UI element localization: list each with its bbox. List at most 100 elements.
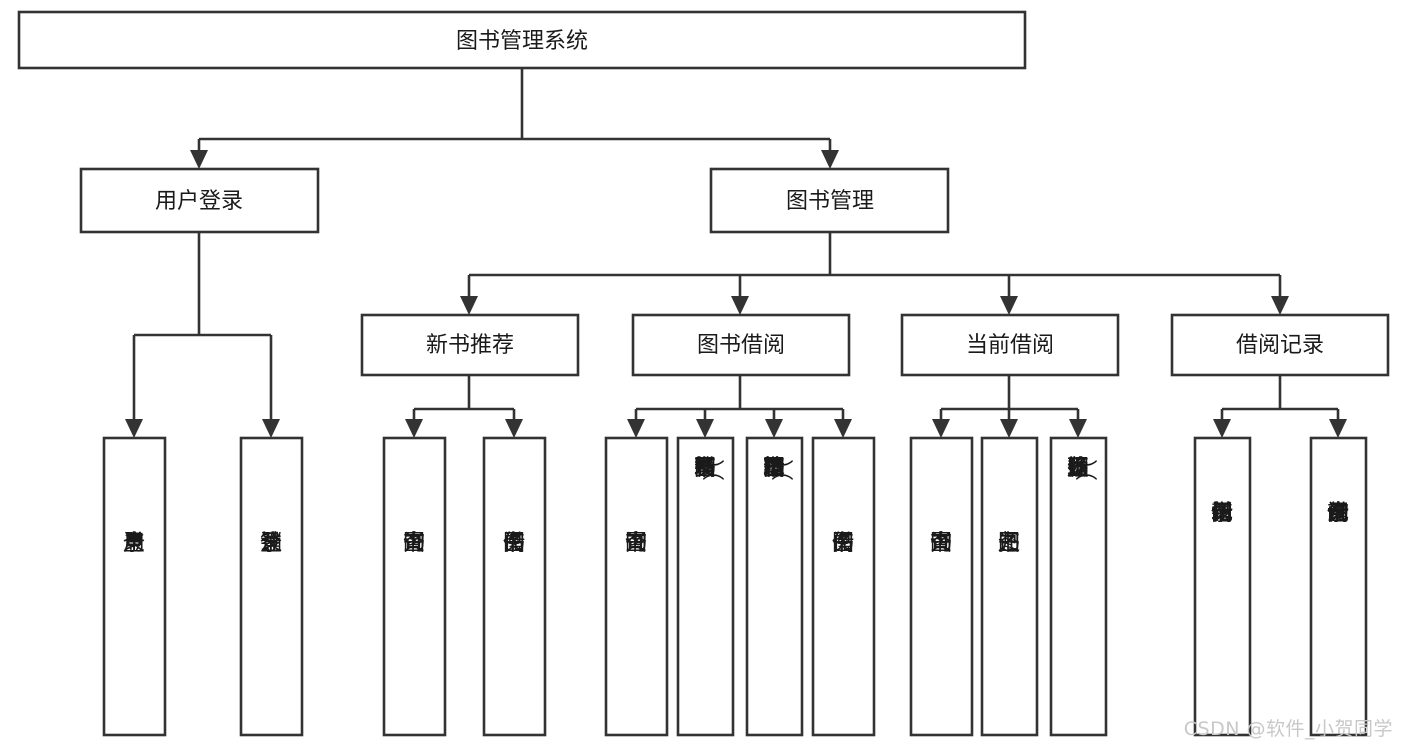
vertical-char: 书: [998, 531, 1020, 556]
node-borrow-record[interactable]: 借阅记录: [1170, 313, 1390, 377]
node-user-login-label: 用户登录: [155, 189, 243, 214]
vertical-char: 户: [123, 531, 145, 556]
arrowhead-leaf-return-book: [1000, 419, 1018, 438]
node-book-manage[interactable]: 图书管理: [709, 167, 950, 234]
node-current-borrow-box[interactable]: [900, 313, 1120, 377]
vertical-char: 图: [625, 531, 647, 556]
vertical-char: （: [768, 459, 793, 481]
vertical-char: 图: [503, 531, 525, 556]
node-user-login-box[interactable]: [79, 167, 320, 234]
node-new-book-rec-box[interactable]: [360, 313, 580, 377]
vertical-char: （: [699, 459, 724, 481]
vertical-char: 归: [1067, 456, 1089, 481]
node-book-borrow[interactable]: 图书借阅: [631, 313, 851, 377]
node-current-borrow[interactable]: 当前借阅: [900, 313, 1120, 377]
vertical-char: 管: [763, 456, 785, 481]
vertical-char: 借: [832, 531, 854, 556]
node-leaf-return-book-box[interactable]: [980, 436, 1039, 737]
vertical-char: 记: [1211, 501, 1233, 526]
vertical-char: 录: [1211, 501, 1233, 526]
node-new-book-rec[interactable]: 新书推荐: [360, 313, 580, 377]
vertical-char: 编: [763, 456, 785, 481]
node-leaf-user-login-label: 用户登录: [123, 531, 145, 556]
vertical-char: 管: [694, 456, 716, 481]
vertical-char: 借: [503, 531, 525, 556]
arrowhead-leaf-edit-book: [765, 419, 783, 438]
node-leaf-user-login[interactable]: 用户登录: [102, 436, 167, 737]
node-leaf-user-logout-box[interactable]: [239, 436, 304, 737]
vertical-char: 阅: [503, 531, 525, 556]
node-book-borrow-box[interactable]: [631, 313, 851, 377]
arrowhead-leaf-borrow-book-1: [505, 419, 523, 438]
vertical-char: 还: [998, 531, 1020, 556]
vertical-char: 录: [123, 531, 145, 556]
node-leaf-confirm-return-box[interactable]: [1049, 436, 1108, 737]
vertical-char: 询: [403, 531, 425, 556]
vertical-char: 图: [998, 531, 1020, 556]
node-leaf-user-login-box[interactable]: [102, 436, 167, 737]
node-leaf-edit-book-box[interactable]: [745, 436, 804, 737]
vertical-char: 增: [694, 456, 716, 481]
arrowhead-leaf-add-book: [696, 419, 714, 438]
vertical-char: 登: [123, 531, 145, 556]
vertical-char: 记: [1327, 501, 1349, 526]
node-user-login[interactable]: 用户登录: [79, 167, 320, 234]
node-leaf-borrow-book-2-box[interactable]: [811, 436, 876, 737]
vertical-char: ）: [768, 459, 793, 481]
arrowhead-leaf-query-book-1: [405, 419, 423, 438]
vertical-char: 理: [1067, 456, 1089, 481]
vertical-char: 查: [625, 531, 647, 556]
vertical-char: 询: [625, 531, 647, 556]
vertical-char: 还: [1067, 456, 1089, 481]
vertical-char: 书: [832, 531, 854, 556]
vertical-char: 理: [694, 456, 716, 481]
arrowhead-leaf-confirm-return: [1069, 419, 1087, 438]
vertical-char: 书: [694, 456, 716, 481]
node-root-label: 图书管理系统: [456, 29, 588, 54]
vertical-char: 图: [403, 531, 425, 556]
node-leaf-query-record-box[interactable]: [1309, 436, 1368, 737]
vertical-char: 书: [930, 531, 952, 556]
arrowhead-leaf-user-logout: [262, 419, 280, 438]
vertical-char: 用: [123, 531, 145, 556]
vertical-char: 询: [1327, 501, 1349, 526]
node-book-manage-box[interactable]: [709, 167, 950, 234]
vertical-char: 查: [403, 531, 425, 556]
node-root[interactable]: 图书管理系统: [17, 10, 1027, 70]
arrowhead-leaf-add-record: [1213, 419, 1231, 438]
arrowhead-leaf-query-record: [1329, 419, 1347, 438]
node-leaf-add-record-box[interactable]: [1193, 436, 1252, 737]
vertical-char: 查: [1327, 501, 1349, 526]
node-leaf-query-book-1-box[interactable]: [382, 436, 447, 737]
node-leaf-query-book-2-box[interactable]: [604, 436, 669, 737]
node-new-book-rec-label: 新书推荐: [426, 333, 514, 358]
vertical-char: 书: [503, 531, 525, 556]
arrowhead-borrow-record: [1271, 296, 1289, 315]
vertical-char: 借: [1327, 501, 1349, 526]
node-leaf-add-book-box[interactable]: [676, 436, 735, 737]
node-borrow-record-box[interactable]: [1170, 313, 1390, 377]
node-root-box[interactable]: [17, 10, 1027, 70]
node-leaf-borrow-book-1-box[interactable]: [482, 436, 547, 737]
node-leaf-query-book-3-box[interactable]: [909, 436, 974, 737]
vertical-char: 录: [260, 531, 282, 556]
